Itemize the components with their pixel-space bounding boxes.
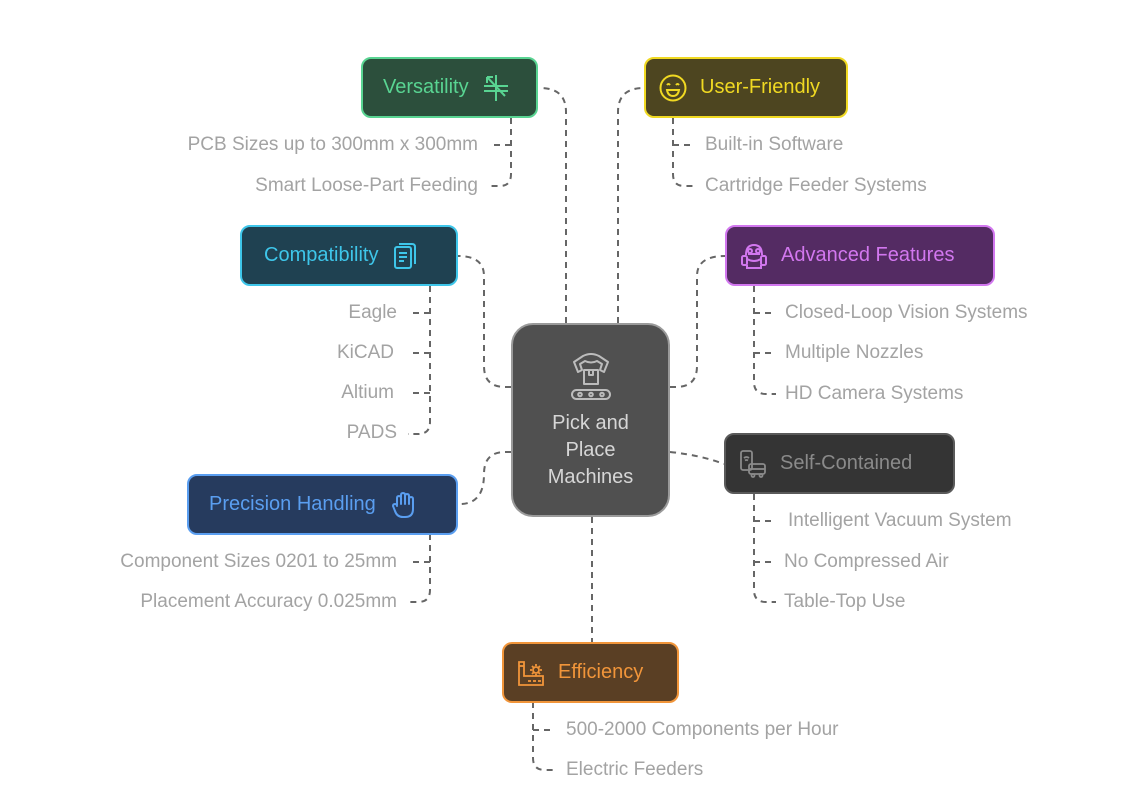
robot-icon (741, 243, 767, 269)
leaf-advanced-features-0: Closed-Loop Vision Systems (785, 302, 1028, 323)
branch-node-user-friendly[interactable]: User-Friendly (644, 57, 848, 118)
factory-icon (518, 660, 544, 686)
leaf-self-contained-2: Table-Top Use (784, 591, 906, 612)
branch-node-efficiency[interactable]: Efficiency (502, 642, 679, 703)
connector-versatility-items (488, 118, 512, 187)
connector-compatibility (457, 255, 511, 388)
connector-user-friendly-items (672, 118, 694, 187)
connector-versatility (539, 87, 567, 323)
branch-label-efficiency: Efficiency (558, 661, 644, 683)
branch-node-precision-handling[interactable]: Precision Handling (187, 474, 458, 535)
leaf-efficiency-1: Electric Feeders (566, 759, 704, 780)
leaf-compatibility-1: KiCAD (336, 342, 394, 363)
branch-label-user-friendly: User-Friendly (700, 76, 821, 98)
leaf-compatibility-2: Altium (341, 382, 394, 403)
leaf-user-friendly-1: Cartridge Feeder Systems (705, 175, 927, 196)
central-topic-line-2: Place (565, 438, 616, 461)
branch-label-compatibility: Compatibility (264, 244, 379, 266)
leaf-efficiency-0: 500-2000 Components per Hour (566, 719, 839, 740)
branch-node-versatility[interactable]: Versatility (361, 57, 538, 118)
branch-label-versatility: Versatility (383, 76, 469, 98)
leaf-self-contained-0: Intelligent Vacuum System (788, 510, 1012, 531)
branch-node-advanced-features[interactable]: Advanced Features (725, 225, 995, 286)
central-topic-node[interactable]: Pick and Place Machines (511, 323, 670, 517)
connector-efficiency-items (532, 702, 555, 771)
leaf-versatility-0: PCB Sizes up to 300mm x 300mm (187, 134, 478, 155)
leaf-versatility-1: Smart Loose-Part Feeding (255, 175, 478, 196)
connector-precision-handling (459, 451, 511, 505)
connector-user-friendly (617, 87, 645, 323)
branch-node-self-contained[interactable]: Self-Contained (724, 433, 955, 494)
leaf-compatibility-0: Eagle (348, 302, 397, 323)
leaf-self-contained-1: No Compressed Air (784, 551, 949, 572)
branch-label-precision-handling: Precision Handling (209, 493, 376, 515)
connector-compatibility-items (408, 286, 431, 435)
arrows-split-icon (483, 74, 508, 101)
central-topic-line-1: Pick and (552, 411, 629, 434)
smiley-face-icon (659, 74, 687, 101)
central-topic-line-3: Machines (547, 465, 634, 488)
connector-self-contained-items (753, 494, 776, 603)
leaf-precision-handling-1: Placement Accuracy 0.025mm (140, 591, 397, 612)
connector-precision-handling-items (408, 534, 431, 603)
connector-self-contained (669, 451, 725, 465)
connector-advanced-features (670, 255, 726, 388)
branch-label-self-contained: Self-Contained (780, 452, 913, 474)
documents-icon (394, 242, 417, 269)
phone-bus-icon (740, 449, 766, 478)
robot-arm-conveyor-icon (570, 352, 611, 400)
leaf-compatibility-3: PADS (346, 422, 397, 443)
hand-icon (391, 491, 414, 518)
leaf-advanced-features-2: HD Camera Systems (785, 383, 964, 404)
branch-node-compatibility[interactable]: Compatibility (240, 225, 458, 286)
leaf-precision-handling-0: Component Sizes 0201 to 25mm (120, 551, 397, 572)
connector-advanced-features-items (753, 286, 776, 395)
leaf-user-friendly-0: Built-in Software (705, 134, 844, 155)
leaf-advanced-features-1: Multiple Nozzles (785, 342, 924, 363)
branch-label-advanced-features: Advanced Features (781, 244, 955, 266)
